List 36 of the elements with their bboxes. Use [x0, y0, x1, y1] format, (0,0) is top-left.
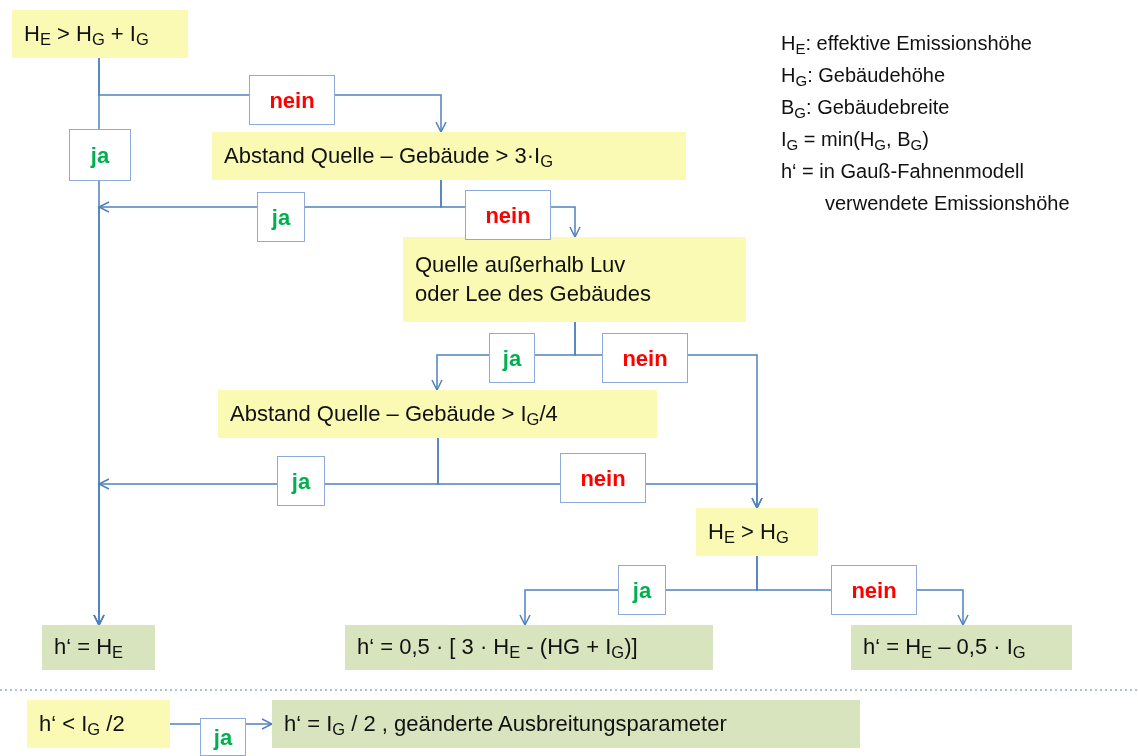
- edge-label: ja: [200, 718, 246, 756]
- edge-label: ja: [257, 192, 305, 242]
- edge-label: ja: [277, 456, 325, 506]
- condition-box: [27, 700, 170, 748]
- result-box: [345, 625, 713, 670]
- edge-label: ja: [618, 565, 666, 615]
- node-text: h‘ = I$_{G}$ / 2 , geänderte Ausbreitungsparameter: [284, 709, 728, 739]
- node-text: h‘ = H$_{E}$: [54, 633, 125, 662]
- condition-box: [696, 508, 818, 556]
- node-text: H$_{E}$ > H$_{G}$: [708, 517, 790, 547]
- node-text: h‘ < I$_{G}$ /2: [39, 709, 126, 739]
- node-text: H$_{E}$ > H$_{G}$ + I$_{G}$: [24, 19, 150, 49]
- edge-label: ja: [69, 129, 131, 181]
- edge-label: nein: [465, 190, 551, 240]
- definition-text: h‘ = in Gauß-Fahnenmodell verwendete Emissionshöhe: [781, 159, 1071, 216]
- condition-box: [12, 10, 188, 58]
- condition-box: [403, 237, 746, 322]
- condition-box: [218, 390, 657, 438]
- edge-label: nein: [249, 75, 335, 125]
- definition-text: B$_{G}$: Gebäudebreite: [781, 95, 951, 123]
- condition-box: [212, 132, 686, 180]
- node-text: h‘ = H$_{E}$ – 0,5 · I$_{G}$: [863, 633, 1027, 662]
- node-text: Quelle außerhalb Luv oder Lee des Gebäudes: [415, 250, 653, 308]
- node-text: Abstand Quelle – Gebäude > 3·I$_{G}$: [224, 141, 554, 171]
- definition-text: I$_{G}$ = min(H$_{G}$, B$_{G}$): [781, 127, 930, 155]
- edge-label: nein: [560, 453, 646, 503]
- node-text: h‘ = 0,5 · [ 3 · H$_{E}$ - (HG + I$_{G}$)]: [357, 633, 639, 662]
- edge-label: nein: [602, 333, 688, 383]
- definition-text: H$_{E}$: effektive Emissionshöhe: [781, 31, 1033, 59]
- node-text: Abstand Quelle – Gebäude > I$_{G}$/4: [230, 399, 559, 429]
- result-box: [42, 625, 155, 670]
- definition-text: H$_{G}$: Gebäudehöhe: [781, 63, 947, 91]
- edge-label: ja: [489, 333, 535, 383]
- result-box: [272, 700, 860, 748]
- edge-label: nein: [831, 565, 917, 615]
- result-box: [851, 625, 1072, 670]
